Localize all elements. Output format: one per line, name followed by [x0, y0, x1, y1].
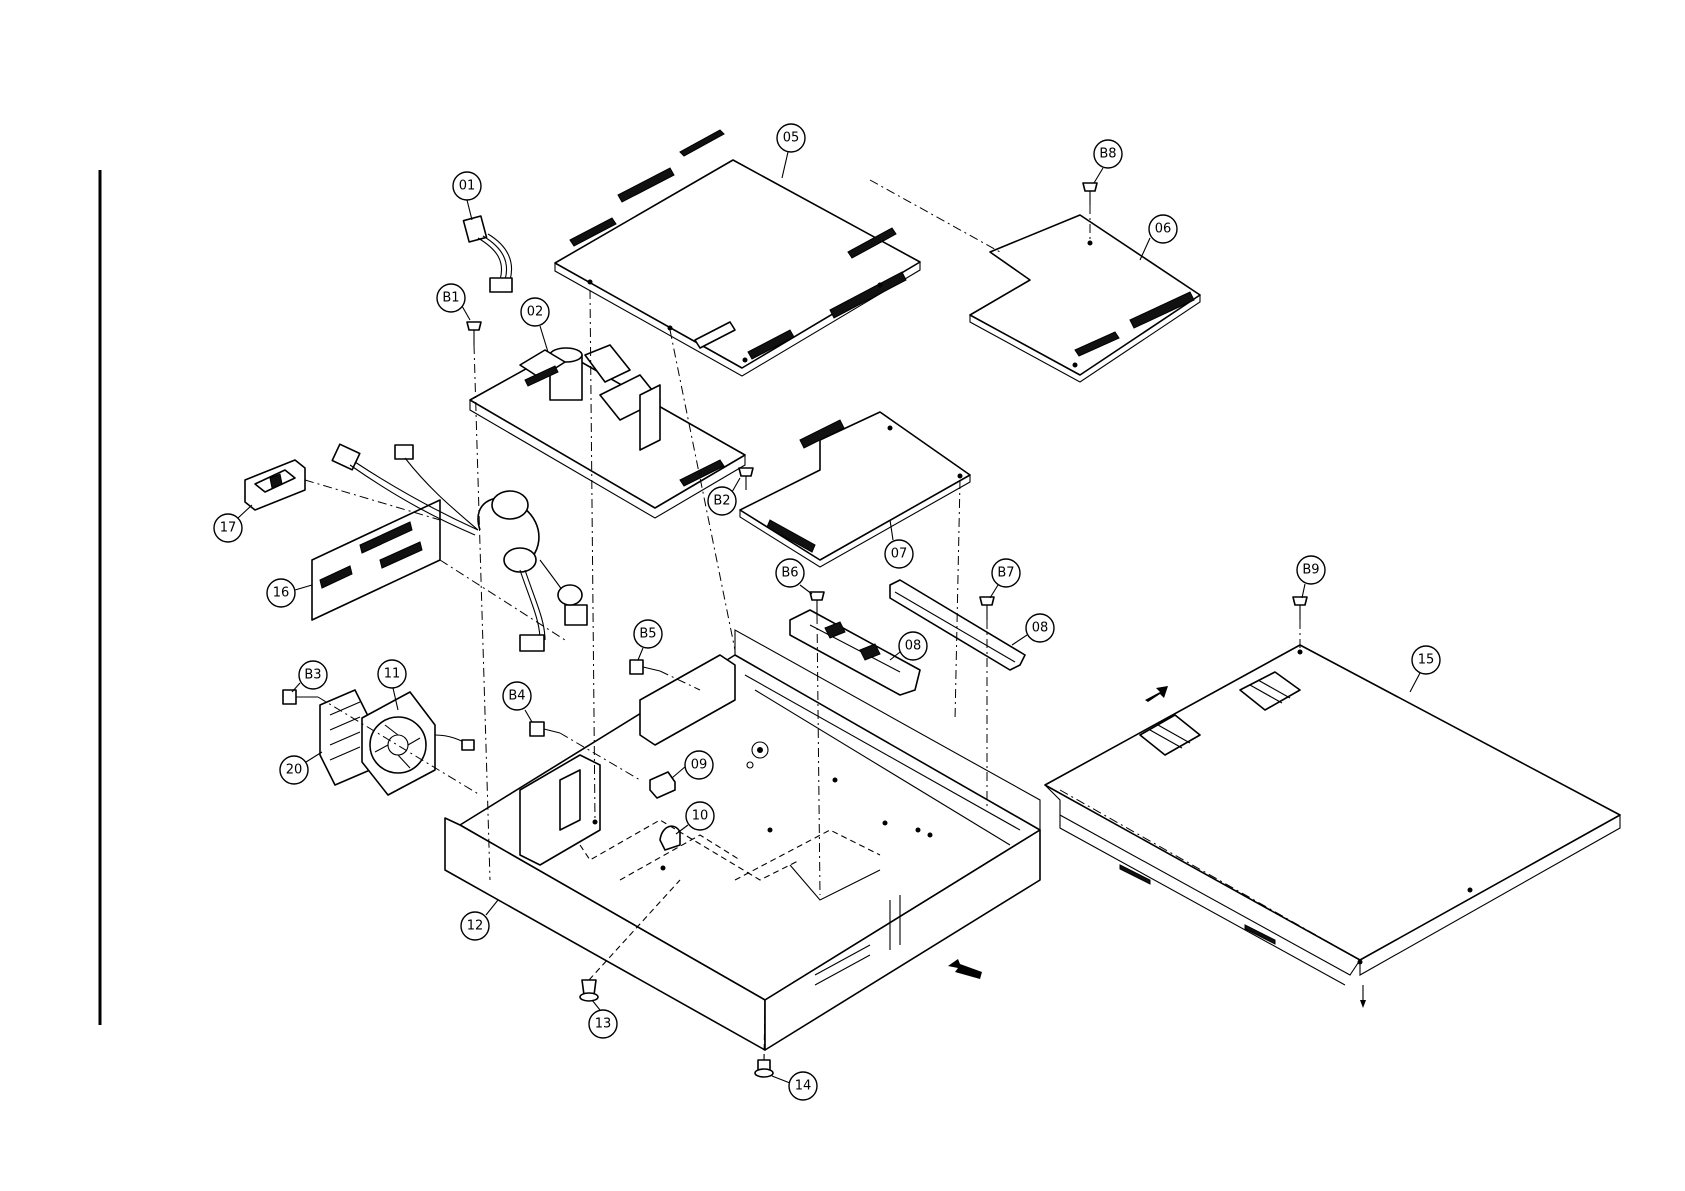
callout-label: 08 — [1032, 621, 1049, 636]
callout-label: 12 — [467, 919, 484, 934]
callout-label: 05 — [783, 131, 800, 146]
callout-label: 01 — [459, 179, 476, 194]
part-05-main-board — [555, 130, 920, 376]
callout-label: B4 — [508, 689, 525, 704]
callout-label: B3 — [304, 668, 321, 683]
callout-label: B6 — [781, 566, 798, 581]
screw-icon-b9 — [1293, 597, 1307, 620]
part-07-sub-board — [740, 412, 970, 567]
callout-b3: B3 — [292, 661, 327, 692]
callout-label: 10 — [692, 809, 709, 824]
callout-label: 15 — [1418, 653, 1435, 668]
callout-b6: B6 — [776, 559, 812, 594]
screw-icon-b7 — [980, 597, 994, 620]
callout-label: B5 — [639, 627, 656, 642]
part-01-cable — [463, 216, 512, 292]
part-16-connector-plate — [312, 500, 440, 620]
callout-15: 15 — [1410, 646, 1440, 692]
callout-label: 06 — [1155, 222, 1172, 237]
callout-b8: B8 — [1094, 140, 1122, 183]
callout-label: 17 — [220, 521, 237, 536]
callout-14: 14 — [772, 1072, 817, 1100]
callout-16: 16 — [267, 579, 312, 607]
callout-label: B7 — [997, 566, 1014, 581]
part-11-fan — [362, 692, 474, 795]
arrow-icon-cover — [1145, 686, 1168, 702]
callout-13: 13 — [589, 1000, 617, 1038]
callout-label: B1 — [442, 291, 459, 306]
callout-b9: B9 — [1297, 556, 1325, 598]
callout-label: 08 — [905, 639, 922, 654]
callout-17: 17 — [214, 505, 252, 542]
part-12-chassis — [445, 630, 1040, 1050]
screw-icon-14 — [755, 1060, 773, 1077]
screw-icon-b3 — [283, 690, 318, 704]
callout-12: 12 — [461, 900, 498, 940]
screw-icon-b5 — [630, 660, 660, 674]
callout-02: 02 — [521, 298, 549, 352]
callout-label: 09 — [691, 758, 708, 773]
callout-b5: B5 — [634, 620, 662, 660]
screw-icon-b8 — [1083, 183, 1097, 205]
screw-icon-13 — [580, 980, 598, 1001]
screw-icon-b4 — [530, 722, 560, 736]
callout-label: 16 — [273, 586, 290, 601]
callout-b1: B1 — [437, 284, 470, 320]
callout-label: 14 — [795, 1079, 812, 1094]
callout-b4: B4 — [503, 682, 532, 722]
callout-label: B8 — [1099, 147, 1116, 162]
callout-05: 05 — [777, 124, 805, 178]
callout-label: B2 — [713, 494, 730, 509]
part-15-top-cover — [1045, 645, 1620, 1008]
callout-label: 02 — [527, 305, 544, 320]
callout-label: 07 — [891, 547, 908, 562]
screw-icon-b2 — [739, 468, 753, 490]
callout-label: 13 — [595, 1017, 612, 1032]
arrow-icon-chassis — [948, 959, 982, 979]
callout-01: 01 — [453, 172, 481, 220]
callout-08a: 08 — [890, 632, 927, 660]
callout-20: 20 — [280, 752, 322, 784]
part-17-bracket — [245, 460, 305, 510]
callout-label: 11 — [384, 667, 401, 682]
callout-06: 06 — [1140, 215, 1177, 260]
callout-08b: 08 — [1012, 614, 1054, 645]
callout-b7: B7 — [990, 559, 1020, 598]
callout-label: 20 — [286, 763, 303, 778]
screw-icon-b1 — [467, 322, 481, 345]
callout-label: B9 — [1302, 563, 1319, 578]
